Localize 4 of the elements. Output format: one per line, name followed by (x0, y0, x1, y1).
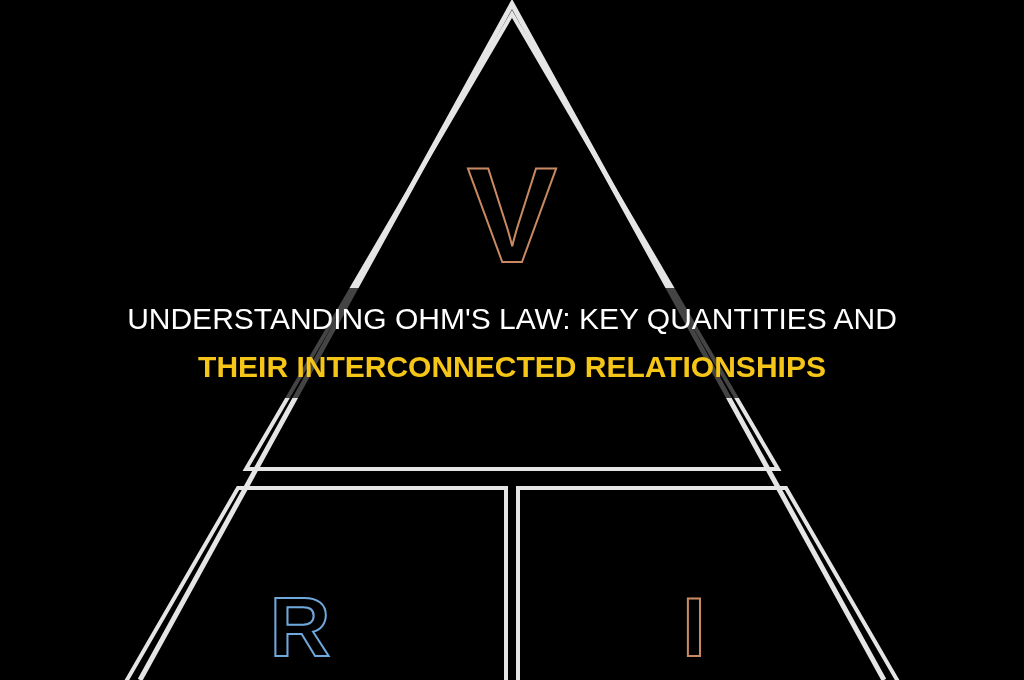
quantity-letter: R (269, 585, 331, 669)
quantity-letter: V (467, 148, 557, 283)
title: UNDERSTANDING OHM'S LAW: KEY QUANTITIES AND THEIR INTERCONNECTED RELATIONSHIPS (126, 301, 898, 385)
quantity-letter: I (682, 585, 706, 669)
